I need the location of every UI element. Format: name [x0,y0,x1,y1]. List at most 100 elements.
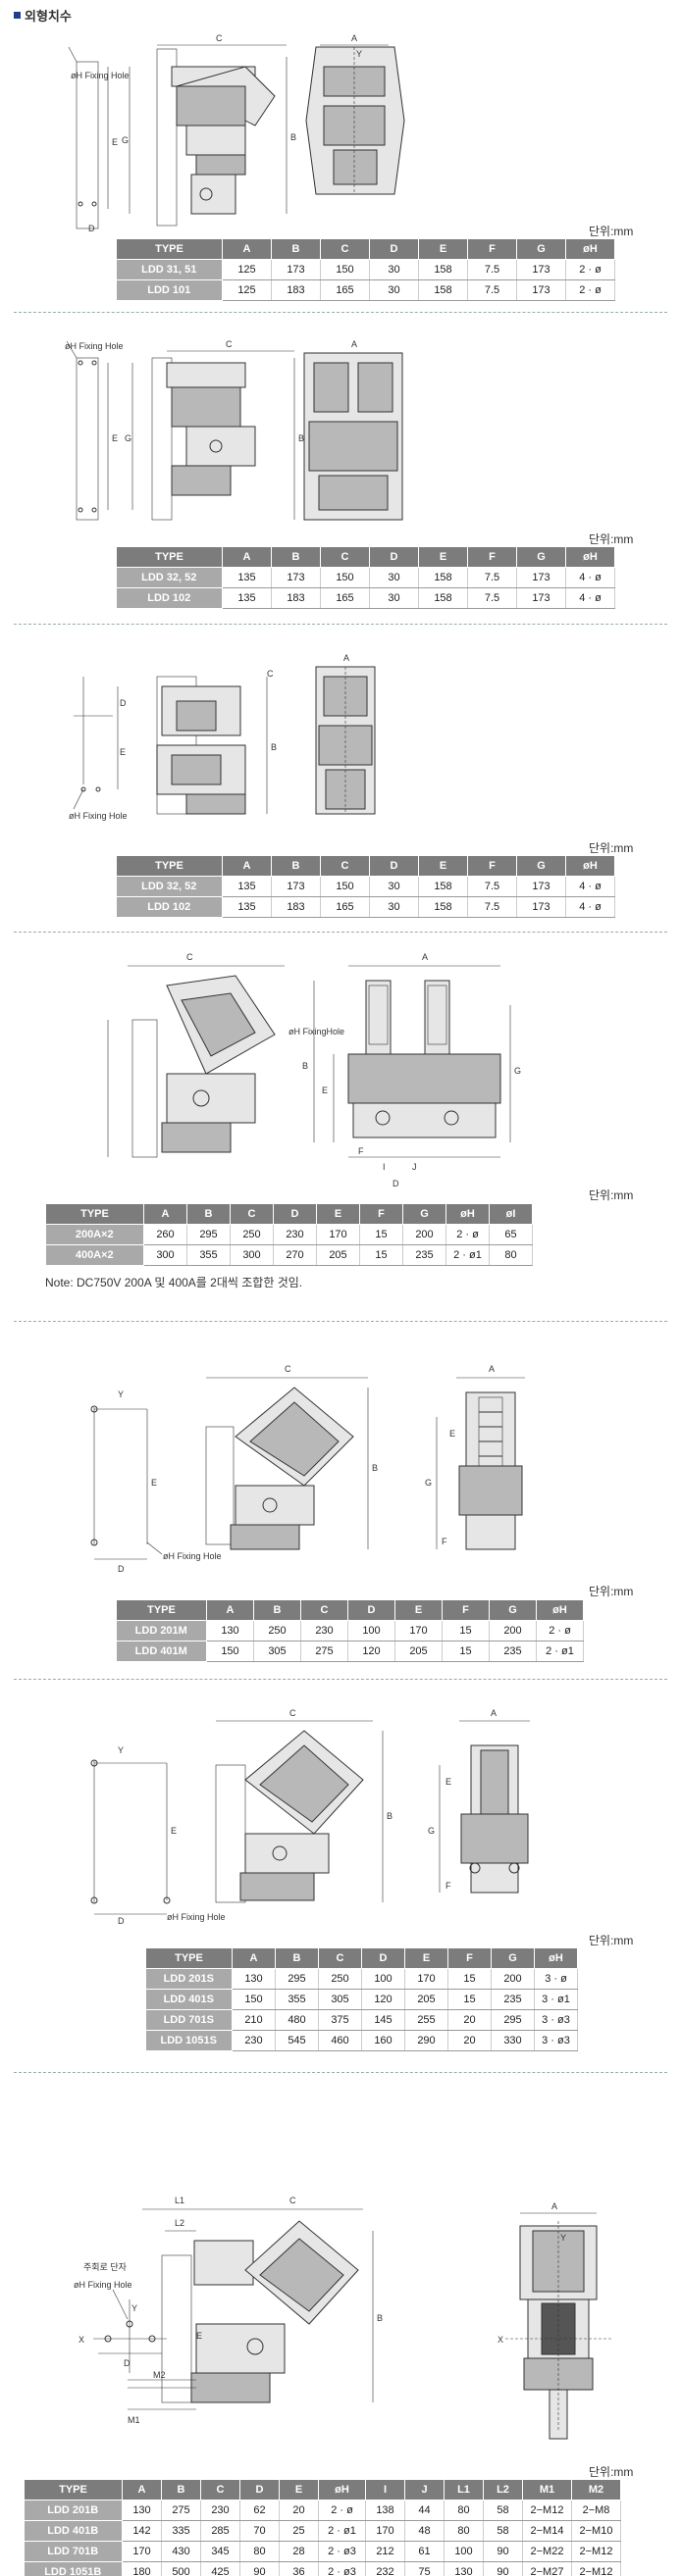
divider [14,624,667,625]
column-header: TYPE [24,2479,123,2500]
table-cell: 15 [442,1620,490,1642]
table-cell: LDD 701S [145,2009,233,2031]
table-cell: 62 [239,2500,280,2521]
table-cell: 183 [271,279,321,301]
table-row: LDD 31, 51 125 173 150 30 158 7.5 173 2 … [116,259,615,280]
table-cell: 90 [483,2541,523,2562]
column-header: øH [536,1599,584,1621]
svg-text:øH Fixing Hole: øH Fixing Hole [74,2280,132,2290]
svg-text:E: E [322,1086,328,1095]
svg-text:øH Fixing Hole: øH Fixing Hole [167,1912,226,1922]
side-view-2: G B C [125,339,304,521]
svg-text:C: C [216,33,223,43]
svg-text:Y: Y [560,2233,566,2243]
column-header: M1 [522,2479,572,2500]
table-cell: 2 · ø3 [318,2541,366,2562]
table-cell: 235 [491,1989,535,2010]
unit-label: 단위:mm [589,532,634,546]
table-cell: 20 [279,2500,319,2521]
col-b: B [271,238,321,260]
table-cell: 2 · ø1 [536,1641,584,1662]
svg-text:Y: Y [356,49,362,59]
svg-text:D: D [118,1916,125,1926]
table-cell: 15 [359,1244,403,1266]
table-cell: 3 · ø [534,1968,578,1990]
table-cell: 135 [222,567,272,588]
table-cell: 345 [200,2541,240,2562]
svg-text:E: E [445,1777,451,1787]
column-header: TYPE [116,855,223,877]
header-title: 외형치수 [25,9,72,24]
svg-text:Y: Y [118,1389,124,1399]
bullet-square-icon [14,12,21,19]
table-cell: 7.5 [467,259,517,280]
svg-text:Y: Y [131,2303,137,2313]
drawing-4: C A B øH FixingHole E G I J F D [107,952,521,1188]
table-cell: 2 · ø [565,259,615,280]
table-cell: 3 · ø1 [534,1989,578,2010]
table-cell: 65 [489,1224,533,1245]
table-cell: 120 [347,1641,395,1662]
table-cell: 305 [318,1989,362,2010]
svg-text:D: D [120,698,127,708]
column-header: øH [565,546,615,568]
table-cell: 120 [361,1989,405,2010]
column-header: F [447,1947,492,1969]
front-view-3: A [315,653,376,815]
col-g: G [516,238,566,260]
table-cell: 130 [122,2500,162,2521]
svg-text:B: B [372,1463,378,1473]
svg-text:øH Fixing Hole: øH Fixing Hole [65,341,124,351]
column-header: A [143,1203,187,1225]
table-cell: 2 · ø [445,1224,490,1245]
table-cell: 170 [122,2541,162,2562]
svg-text:E: E [171,1826,177,1836]
svg-text:G: G [514,1066,521,1076]
column-header: B [271,546,321,568]
side-view-1: G B C [122,33,296,227]
table-cell: 545 [275,2030,319,2051]
svg-text:B: B [387,1811,393,1821]
hole-view-3: D E øH Fixing Hole [69,677,128,821]
table-cell: 295 [491,2009,535,2031]
table-cell: LDD 1051B [24,2561,123,2576]
table-cell: 275 [300,1641,348,1662]
table-cell: 30 [369,259,419,280]
column-header: F [467,546,517,568]
svg-text:Y: Y [118,1745,124,1755]
svg-text:C: C [267,669,274,679]
table-cell: 275 [161,2500,201,2521]
svg-text:M1: M1 [128,2415,140,2425]
table-cell: 2−M12 [571,2541,621,2562]
table-cell: LDD 701B [24,2541,123,2562]
column-header: D [347,1599,395,1621]
table-cell: 170 [316,1224,360,1245]
hole-view-6: Y E D øH Fixing Hole [90,1745,226,1926]
table-cell: 58 [483,2520,523,2542]
column-header: A [122,2479,162,2500]
table-cell: 138 [365,2500,405,2521]
table-cell: 158 [418,567,468,588]
svg-text:E: E [196,2331,202,2341]
divider [14,1321,667,1322]
section-header: 외형치수 [14,6,72,25]
front-view-4: A B øH FixingHole E G I J F D [288,952,521,1188]
unit-label: 단위:mm [589,225,634,238]
table-cell: 20 [447,2030,492,2051]
table-cell: 135 [222,587,272,609]
fixing-hole-label: øH Fixing Hole [71,71,130,80]
table-cell: 150 [232,1989,276,2010]
table-cell: 15 [447,1989,492,2010]
table-cell: 30 [369,567,419,588]
table-cell: 330 [491,2030,535,2051]
table-cell: 480 [275,2009,319,2031]
divider [14,2072,667,2073]
svg-text:X: X [498,2335,503,2345]
table-cell: LDD 102 [116,896,223,918]
svg-text:F: F [442,1537,447,1546]
table-cell: 355 [186,1244,231,1266]
table-cell: 173 [271,259,321,280]
